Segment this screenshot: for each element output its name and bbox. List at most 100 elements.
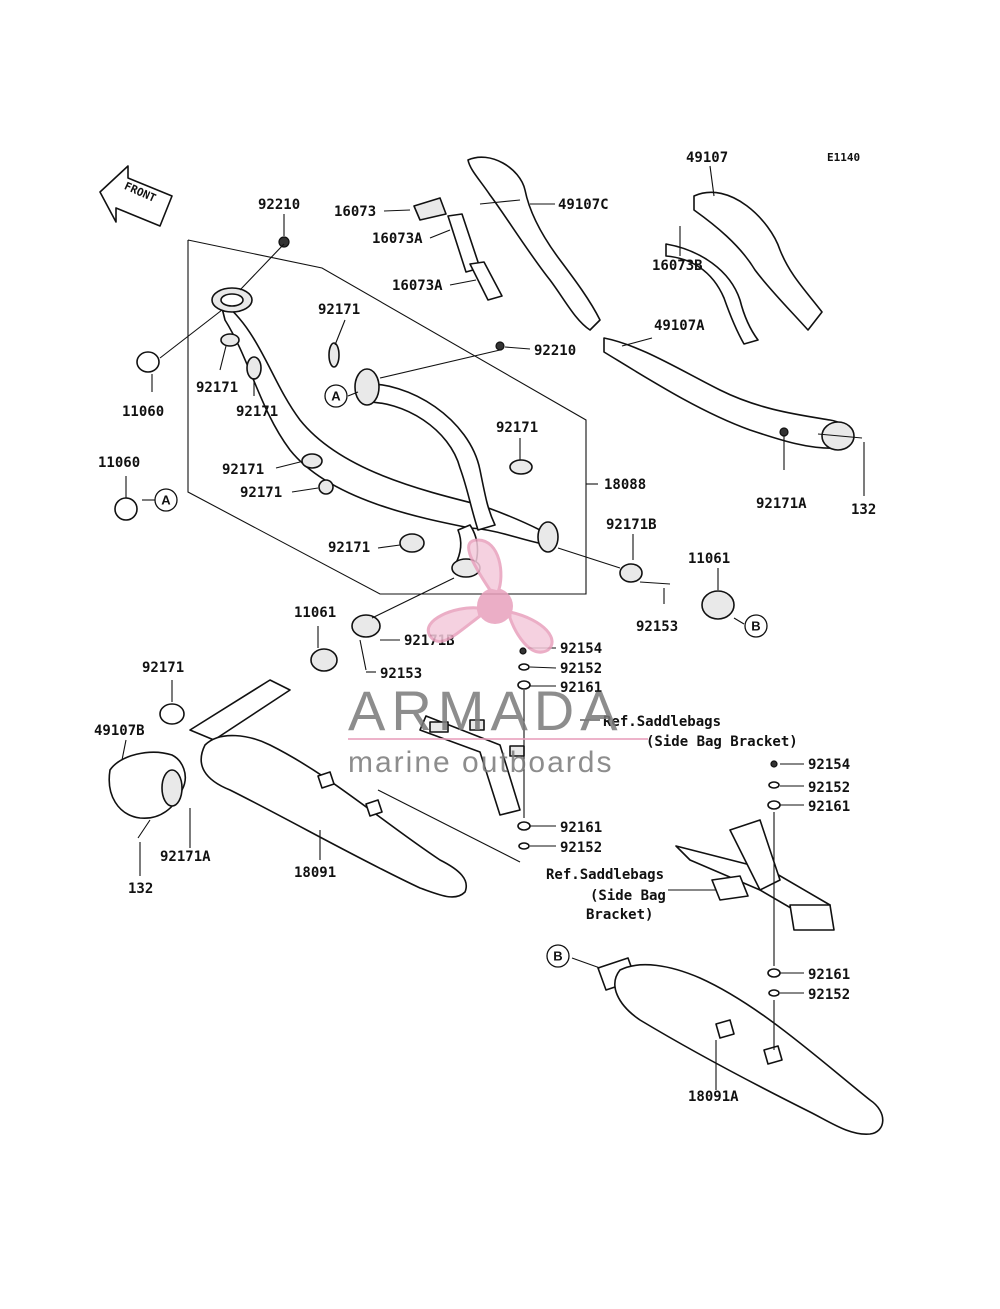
- washer-92152-center: [518, 663, 530, 671]
- sleeve-11061-left: [310, 648, 338, 672]
- part-label: 92161: [808, 967, 850, 983]
- heat-shield-49107a: [603, 337, 855, 451]
- part-label: 132: [851, 502, 876, 518]
- part-label: 92171A: [756, 496, 807, 512]
- callout-a-lower: A: [154, 488, 178, 512]
- muffler-18091a: [597, 957, 884, 1135]
- part-label: 92171: [222, 462, 264, 478]
- leader-lines: [121, 165, 865, 1090]
- bolt-92153-right: [639, 581, 671, 585]
- diagram-code: E1140: [827, 151, 860, 164]
- part-label: 92161: [560, 820, 602, 836]
- watermark-brand: ARMADA: [348, 679, 624, 742]
- washer-92152-lower: [518, 842, 530, 850]
- sleeve-11061-right: [701, 590, 735, 620]
- front-arrow-icon: FRONT: [99, 165, 173, 227]
- part-label: 92153: [636, 619, 678, 635]
- gasket-11060-lower: [114, 497, 138, 521]
- gasket-11060-upper: [136, 351, 160, 373]
- part-label: 18088: [604, 477, 646, 493]
- part-label: 92171: [328, 540, 370, 556]
- part-label: 92161: [808, 799, 850, 815]
- washer-92152-right-bottom: [768, 989, 780, 997]
- ref-line: Ref.Saddlebags: [546, 867, 664, 883]
- cushion-92161-lower: [517, 821, 531, 831]
- watermark-tagline: marine outboards: [348, 746, 613, 779]
- part-label: 92210: [258, 197, 300, 213]
- part-label: 16073B: [652, 258, 703, 274]
- screw-132-right: [817, 433, 863, 439]
- part-label: 92154: [560, 641, 602, 657]
- part-label: 92171: [496, 420, 538, 436]
- part-label: 49107B: [94, 723, 145, 739]
- clamp-parts: [220, 333, 533, 553]
- ref-line: (Side Bag Bracket): [646, 734, 798, 750]
- part-label: 92152: [560, 840, 602, 856]
- cushion-92161-right-top: [767, 800, 781, 810]
- part-label: 11060: [122, 404, 164, 420]
- propeller-logo: [426, 538, 554, 654]
- saddlebag-bracket-right: [675, 819, 835, 931]
- part-label: 92154: [808, 757, 850, 773]
- ref-line: Bracket): [586, 907, 653, 923]
- clamp-92171b-right: [619, 563, 643, 583]
- part-label: 92171A: [160, 849, 211, 865]
- part-label: 16073: [334, 204, 376, 220]
- svg-text:B: B: [751, 619, 760, 634]
- reference-note-center: Ref.Saddlebags (Side Bag Bracket): [603, 714, 798, 750]
- part-label: 18091: [294, 865, 336, 881]
- part-label: 92152: [808, 780, 850, 796]
- part-label: 49107C: [558, 197, 609, 213]
- part-label: 49107: [686, 150, 728, 166]
- callout-a-upper: A: [324, 384, 348, 408]
- bolt-92154-center: [519, 647, 527, 655]
- ref-line: (Side Bag: [590, 888, 666, 904]
- muffler-18091: [189, 679, 467, 898]
- part-label: 92153: [380, 666, 422, 682]
- part-label: 11060: [98, 455, 140, 471]
- part-label: 11061: [294, 605, 336, 621]
- clamp-92171a-right: [779, 427, 789, 437]
- part-label: 132: [128, 881, 153, 897]
- clamp-92171-left: [159, 703, 185, 725]
- part-label: 92171: [142, 660, 184, 676]
- part-label: 92210: [534, 343, 576, 359]
- part-label: 18091A: [688, 1089, 739, 1105]
- saddlebag-bracket-center: [419, 715, 525, 816]
- callout-b-lower: B: [546, 944, 570, 968]
- end-cap-49107b: [108, 751, 187, 819]
- exhaust-pipe-18088: [211, 287, 559, 578]
- heat-shield-49107c: [413, 156, 601, 331]
- ref-line: Ref.Saddlebags: [603, 714, 721, 730]
- part-label: 16073A: [392, 278, 443, 294]
- screw-132-left: [137, 819, 151, 839]
- bolt-92154-right: [770, 760, 778, 768]
- part-label: 92171: [318, 302, 360, 318]
- part-label: 92152: [808, 987, 850, 1003]
- svg-text:A: A: [161, 493, 171, 508]
- part-label: 92152: [560, 661, 602, 677]
- part-label: 92161: [560, 680, 602, 696]
- svg-text:B: B: [553, 949, 562, 964]
- callout-b-upper: B: [744, 614, 768, 638]
- bolt-92153-left: [359, 639, 367, 671]
- part-label: 92171B: [606, 517, 657, 533]
- part-label: 49107A: [654, 318, 705, 334]
- cushion-92161-right-bottom: [767, 968, 781, 978]
- svg-text:A: A: [331, 389, 341, 404]
- part-label: 16073A: [372, 231, 423, 247]
- assembly-outline: [187, 239, 587, 595]
- part-label: 92171: [240, 485, 282, 501]
- nut-92210-mid: [495, 341, 505, 351]
- nut-92210-upper: [278, 236, 290, 248]
- heat-shield-49107: [665, 191, 823, 345]
- part-labels: 92210 16073 16073A 16073A 49107C 49107 1…: [94, 150, 876, 1105]
- cushion-92161-center: [517, 680, 531, 690]
- clamp-92171b-left: [351, 614, 381, 638]
- washer-92152-right-top: [768, 781, 780, 789]
- part-label: 92171: [236, 404, 278, 420]
- part-label: 11061: [688, 551, 730, 567]
- watermark: ARMADA marine outboards: [348, 538, 648, 779]
- watermark-underline: [348, 738, 648, 740]
